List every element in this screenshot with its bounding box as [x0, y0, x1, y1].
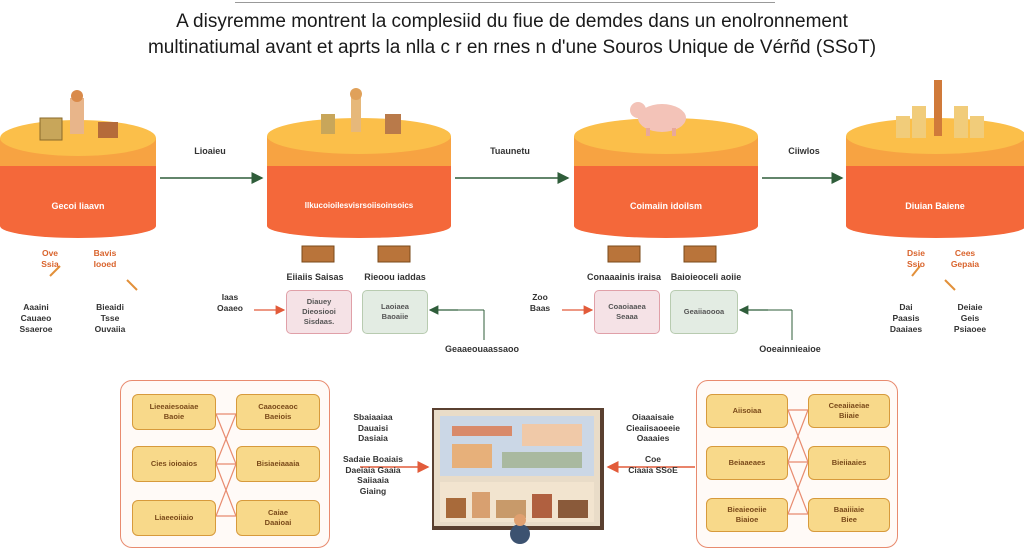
cylinder-db-3: [574, 102, 758, 238]
bl-box-3: Cies ioioaios: [132, 446, 216, 482]
group-2-side-label: Zoo Baas: [529, 292, 551, 313]
br-box-4: Bieiiaaies: [808, 446, 890, 480]
middle-right-text: Oiaaaisaie Cieaiisaoeeie Oaaaies Coe Cia…: [626, 412, 680, 475]
cylinder-2-label: Ilkucoioilesvisrsoiisoinsoics: [304, 201, 414, 210]
cylinder-db-2: [267, 88, 451, 238]
group-1-box-2: Laoiaea Baoaiie: [362, 290, 428, 334]
right-note-bottom-left: Dai Paasis Daaiaes: [889, 302, 923, 334]
crate-icons-right: [607, 245, 717, 263]
group-1-box-1: Diauey Dieosiooi Sisdaas.: [286, 290, 352, 334]
left-note-bottom-right: Bieaidi Tsse Ouvaiia: [94, 302, 126, 334]
cylinder-1-label: Gecoi liaavn: [51, 201, 105, 211]
page-title-line-1: A disyremme montrent la complesiid du fi…: [176, 11, 848, 32]
cylinder-3-label: Coimaiin idoilsm: [629, 201, 702, 211]
left-note-top-left: Ove Ssia: [41, 248, 59, 269]
br-box-2: Ceeaiiaeiae Biiaie: [808, 394, 890, 428]
group-1-footer: Geaaeouaassaoo: [444, 344, 520, 354]
bottom-left-panel-links: [215, 413, 237, 517]
br-box-1: Aiisoiaa: [706, 394, 788, 428]
crate-icons-left: [301, 245, 411, 263]
chess-pieces-icon: [896, 80, 984, 138]
cylinder-db-4: [846, 80, 1024, 238]
group-2-box-1: Coaoiaaea Seaaa: [594, 290, 660, 334]
br-box-3: Beiaaeaes: [706, 446, 788, 480]
bl-box-1: Lieeaiesoaiae Baoie: [132, 394, 216, 430]
connector-1-label: Lioaieu: [194, 146, 226, 156]
right-note-top-left: Dsie Ssio: [907, 248, 925, 269]
cylinder-4-label: Diuian Baiene: [905, 201, 965, 211]
cylinder-db-1: [0, 90, 156, 238]
right-note-bottom-right: Deiaie Geis Psiaoee: [953, 302, 987, 334]
group-2-box-2: Geaiiaoooa: [670, 290, 738, 334]
pig-icon: [630, 102, 686, 136]
right-note-top-right: Cees Gepaia: [950, 248, 980, 269]
bl-box-5: Liaeeoiiaio: [132, 500, 216, 536]
left-note-top-right: Bavis Iooed: [93, 248, 117, 269]
bl-box-4: Bisiaeiaaaia: [236, 446, 320, 482]
source-label-4: Baioieoceli aoiie: [670, 272, 742, 282]
bl-box-2: Caaoceaoc Baeiois: [236, 394, 320, 430]
bottom-right-panel-links: [787, 409, 809, 515]
connector-2-label: Tuaunetu: [490, 146, 530, 156]
br-box-5: Bieaieoeiie Biaioe: [706, 498, 788, 532]
central-dashboard-screen: [432, 408, 604, 544]
page-title-line-2: multinatiumal avant et aprts la nlla c r…: [147, 37, 877, 58]
group-2-footer: Ooeainnieaioe: [759, 344, 821, 354]
group-1-side-label: Iaas Oaaeo: [217, 292, 243, 313]
statue-icon: [321, 88, 401, 134]
bl-box-6: Caiae Daaioai: [236, 500, 320, 536]
source-label-1: Eiiaiis Saisas: [286, 272, 344, 282]
source-label-3: Conaaainis iraisa: [586, 272, 662, 282]
top-rule: [235, 2, 775, 3]
document-stack-icon: [39, 90, 118, 141]
left-note-bottom-left: Aaaini Cauaeo Ssaeroe: [19, 302, 53, 334]
middle-left-text: Sbaiaaiaa Dauaisi Dasiaia Sadaie Boaiais…: [342, 412, 403, 496]
connector-3-label: Ciiwlos: [788, 146, 820, 156]
source-label-2: Rieoou iaddas: [364, 272, 426, 282]
br-box-6: Baaiiiaie Biee: [808, 498, 890, 532]
